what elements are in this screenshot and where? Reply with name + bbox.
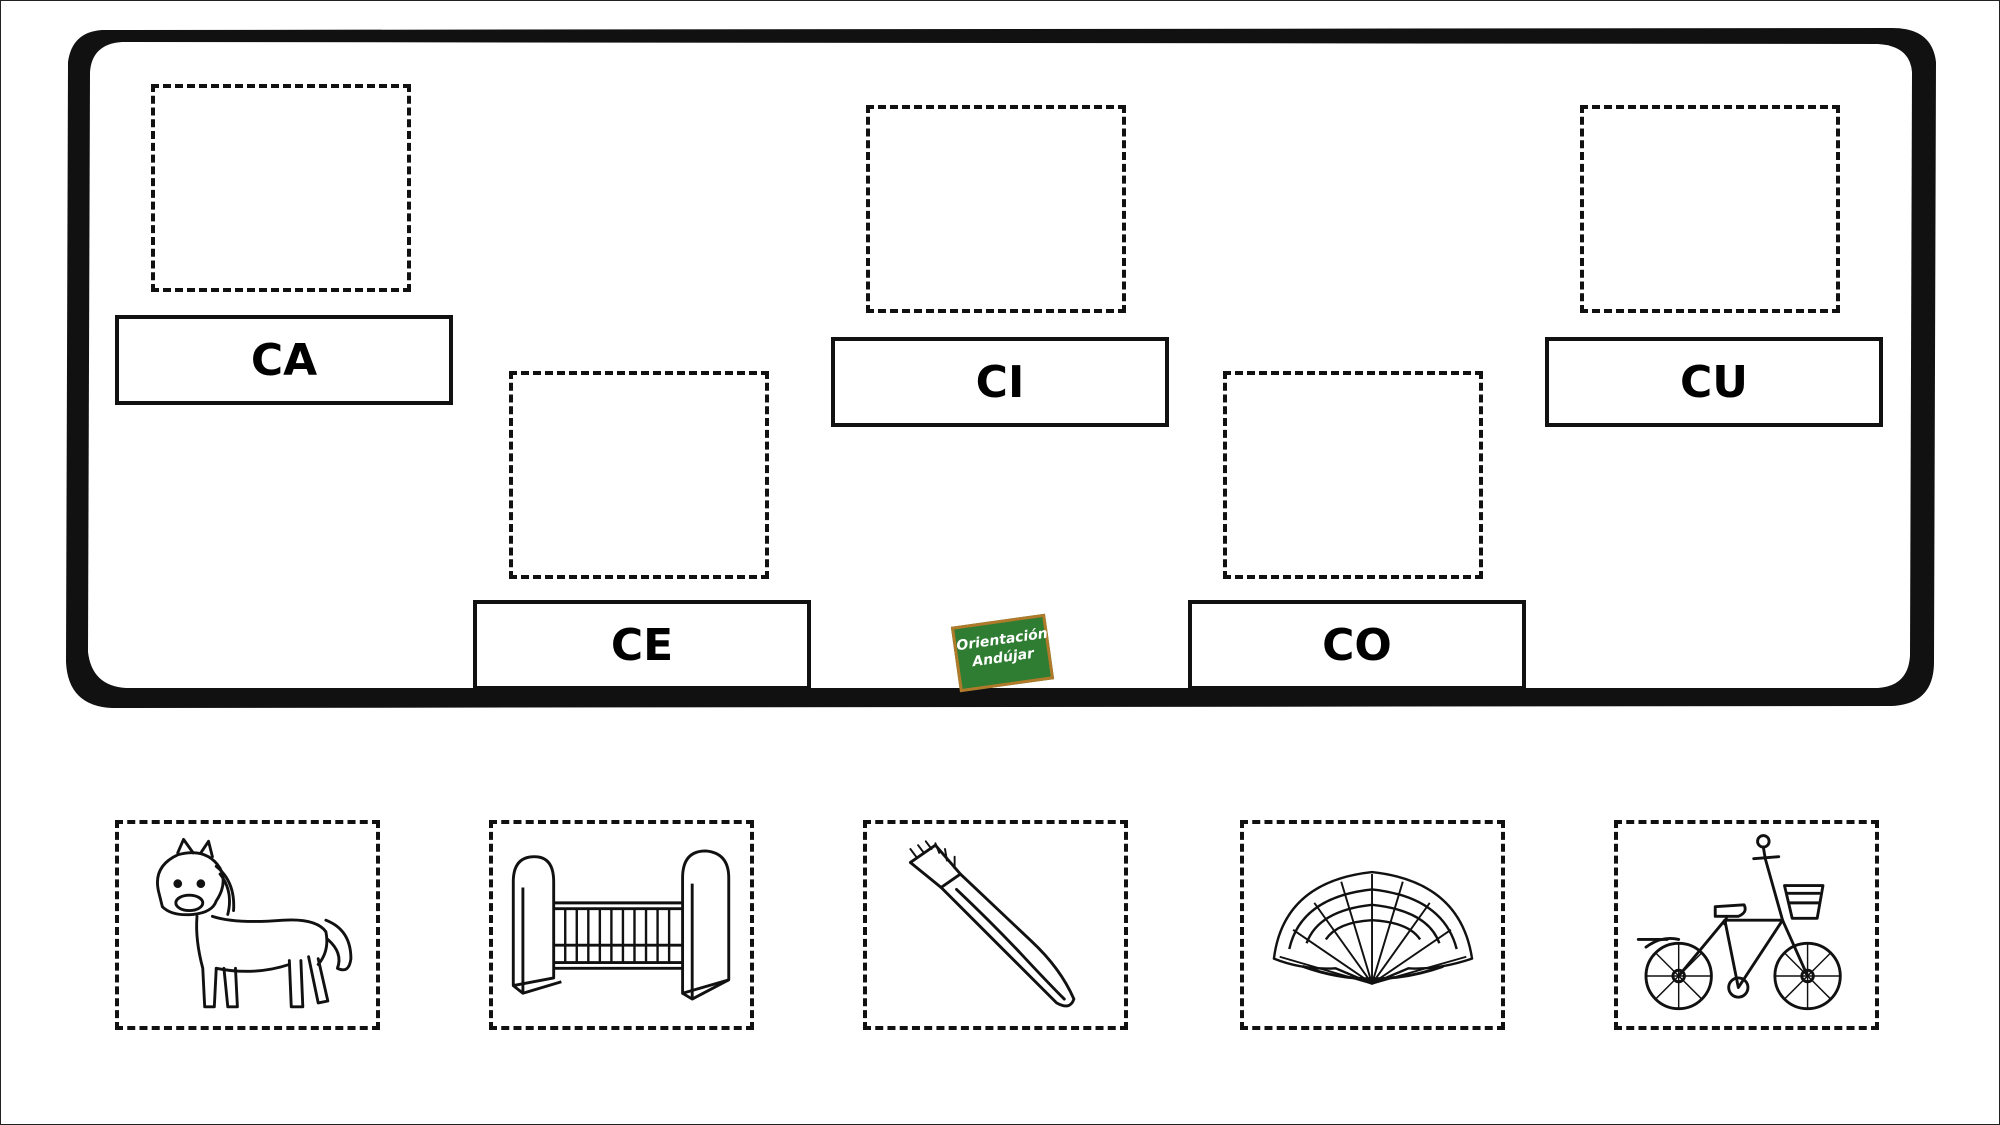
orientacion-andujar-logo: Orientación Andújar (950, 613, 1055, 693)
syllable-label-ci: CI (831, 337, 1169, 427)
drop-zone-cu[interactable] (1580, 105, 1840, 313)
toothbrush-icon (908, 840, 1076, 1008)
horse-icon (156, 837, 353, 1009)
picture-card-toothbrush[interactable] (863, 820, 1128, 1030)
bicycle-icon (1636, 834, 1842, 1011)
picture-card-horse[interactable] (115, 820, 380, 1030)
syllable-label-cu: CU (1545, 337, 1883, 427)
crib-icon (511, 849, 731, 1001)
picture-card-crib[interactable] (489, 820, 754, 1030)
syllable-label-ca: CA (115, 315, 453, 405)
fan-icon (1272, 870, 1474, 985)
drop-zone-co[interactable] (1223, 371, 1483, 579)
picture-card-bicycle[interactable] (1614, 820, 1879, 1030)
syllable-label-ce: CE (473, 600, 811, 690)
drop-zone-ce[interactable] (509, 371, 769, 579)
logo-chalkboard: Orientación Andújar (950, 613, 1055, 693)
drop-zone-ca[interactable] (151, 84, 411, 292)
picture-card-fan[interactable] (1240, 820, 1505, 1030)
syllable-label-co: CO (1188, 600, 1526, 690)
drop-zone-ci[interactable] (866, 105, 1126, 313)
